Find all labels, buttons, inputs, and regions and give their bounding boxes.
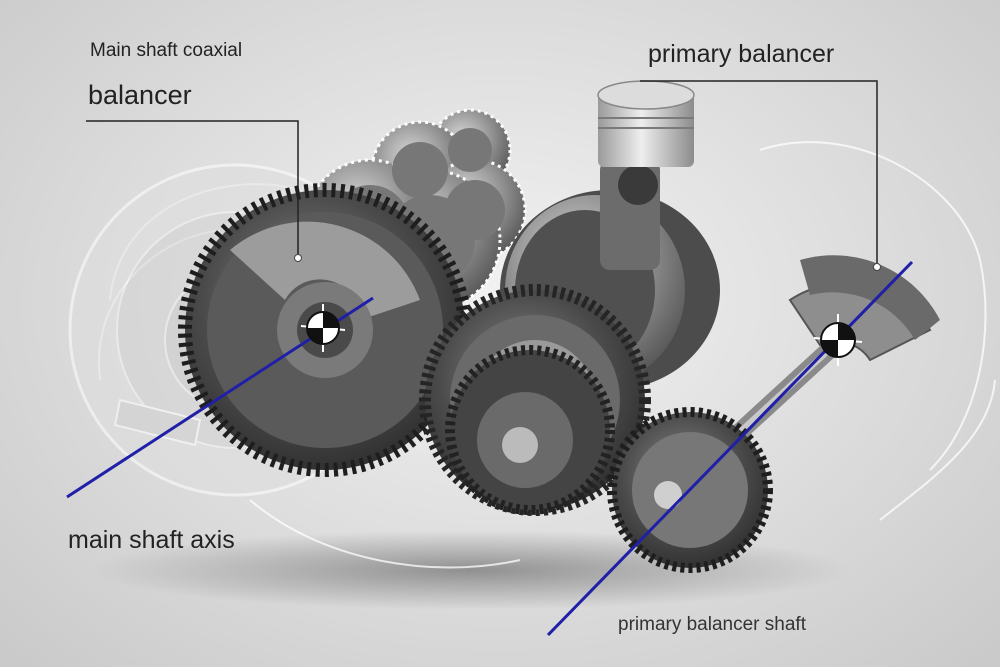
balance-center-marker-icon [813,314,863,366]
primary-balancer-shaft-axis-line [546,260,914,637]
label-balancer: balancer [88,80,192,110]
ghost-honda-lettering-block [113,398,202,447]
label-main-shaft-coaxial: Main shaft coaxial [90,40,243,61]
piston-and-connecting-rod [597,80,695,270]
leader-line-main-shaft-coaxial-balancer [86,120,299,257]
primary-balancer-weight [788,255,940,362]
label-main-shaft-axis: main shaft axis [68,526,235,554]
label-primary-balancer: primary balancer [648,40,835,68]
leader-dot-primary-balancer [873,263,881,271]
label-primary-balancer-shaft: primary balancer shaft [618,614,806,635]
leader-line-primary-balancer [640,80,878,266]
primary-drive-gear [419,284,651,516]
leader-dot-main-shaft-coaxial-balancer [294,254,302,262]
balance-center-marker-icon [300,304,346,352]
